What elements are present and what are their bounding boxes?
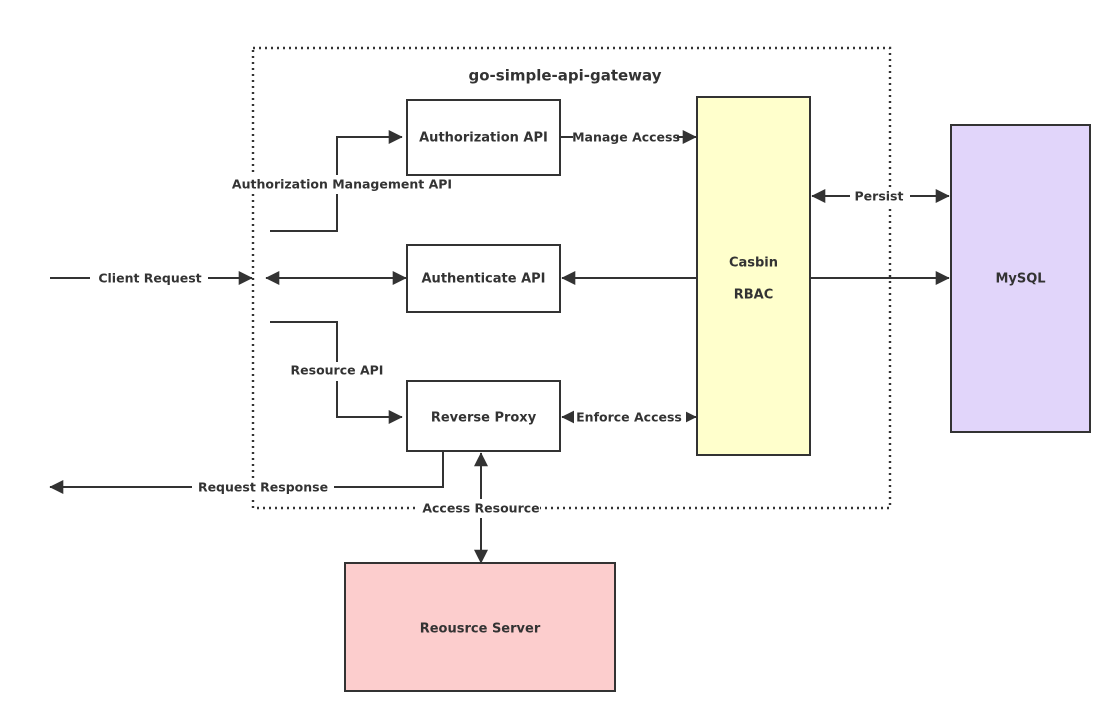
authorization-api-box[interactable] — [406, 99, 561, 176]
edge-request-response: Request Response — [49, 451, 444, 497]
reverse-proxy-box[interactable] — [406, 380, 561, 452]
node-authenticate-api[interactable]: Authenticate API — [406, 244, 561, 313]
edge-label-authorization-management-api: Authorization Management API — [232, 177, 452, 192]
mysql-box[interactable] — [950, 124, 1091, 433]
edge-label-persist: Persist — [855, 189, 904, 204]
casbin-box[interactable] — [696, 96, 811, 456]
node-reverse-proxy[interactable]: Reverse Proxy — [406, 380, 561, 452]
group-title: go-simple-api-gateway — [469, 67, 662, 85]
authenticate-api-box[interactable] — [406, 244, 561, 313]
edge-access-resource: Access Resource — [416, 452, 540, 564]
reverse-proxy-label: Reverse Proxy — [431, 411, 537, 426]
edge-label-manage-access: Manage Access — [572, 130, 680, 145]
edge-label-enforce-access: Enforce Access — [576, 410, 682, 425]
node-resource-server[interactable]: Reousrce Server — [344, 562, 616, 692]
casbin-label: Casbin — [729, 256, 778, 271]
authenticate-api-label: Authenticate API — [422, 272, 546, 287]
resource-server-box[interactable] — [344, 562, 616, 692]
mysql-label: MySQL — [995, 272, 1045, 287]
edge-label-request-response: Request Response — [198, 480, 328, 495]
node-casbin[interactable]: Casbin RBAC — [696, 96, 811, 456]
casbin-rbac-label: RBAC — [734, 288, 774, 303]
authorization-api-label: Authorization API — [419, 131, 548, 146]
edge-label-client-request: Client Request — [98, 271, 201, 286]
edge-enforce-access: Enforce Access — [561, 408, 697, 427]
node-authorization-api[interactable]: Authorization API — [406, 99, 561, 176]
resource-server-label: Reousrce Server — [420, 622, 541, 637]
edge-authorization-management-api: Authorization Management API — [218, 130, 466, 232]
edge-client-request: Client Request — [50, 268, 253, 288]
node-mysql[interactable]: MySQL — [950, 124, 1091, 433]
edge-label-resource-api: Resource API — [291, 363, 384, 378]
edge-persist: Persist — [811, 187, 950, 206]
gateway-group-boundary — [251, 46, 892, 510]
edge-manage-access: Manage Access — [560, 128, 697, 147]
edge-label-access-resource: Access Resource — [422, 501, 539, 516]
edge-resource-api: Resource API — [270, 321, 403, 424]
